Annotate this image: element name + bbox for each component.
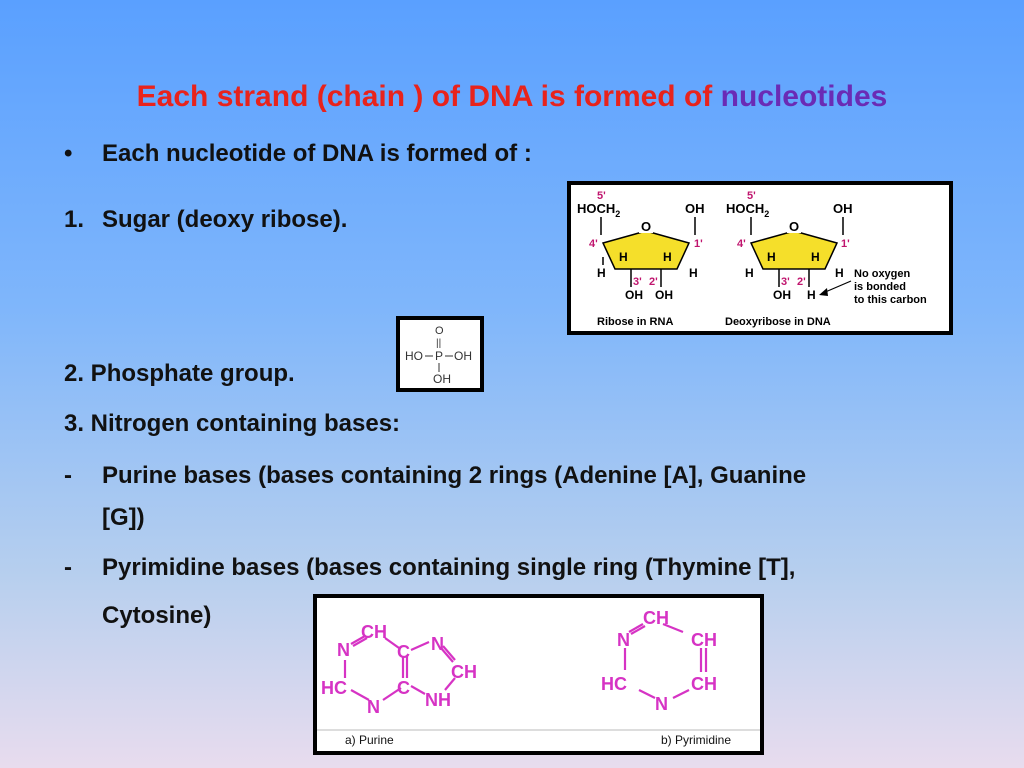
bullet-marker: • <box>64 140 73 167</box>
pyrimidine-text-1: Pyrimidine bases (bases containing singl… <box>102 554 796 581</box>
title-main: Each strand (chain ) of DNA is formed of <box>136 80 721 113</box>
ribose-oh-top: OH <box>685 201 705 216</box>
ribose-h-c4: H <box>597 266 606 280</box>
ribose-c1-label: 1' <box>694 238 703 250</box>
deoxyribose-h-a: H <box>767 250 776 264</box>
pyrimidine-structure: N CH CH CH N HC <box>601 608 717 714</box>
pyrimidine-ch4: CH <box>691 674 717 694</box>
deoxyribose-caption: Deoxyribose in DNA <box>725 316 831 328</box>
pyrimidine-n5: N <box>655 694 668 714</box>
item-sugar-text: Sugar (deoxy ribose). <box>102 206 348 233</box>
deoxyribose-c1-label: 1' <box>841 238 850 250</box>
deoxyribose-c5-label: 5' <box>747 190 756 202</box>
purine-nh9: NH <box>425 690 451 710</box>
note-line-1: No oxygen <box>854 268 911 280</box>
ribose-c3-label: 3' <box>633 276 642 288</box>
note-line-3: to this carbon <box>854 294 927 306</box>
pyrimidine-hc6: HC <box>601 674 627 694</box>
sugar-diagram: 5' HOCH2 OH O 4' 1' H H H H 3' 2' OH OH … <box>577 190 927 328</box>
ribose-structure: 5' HOCH2 OH O 4' 1' H H H H 3' 2' OH OH … <box>577 190 705 328</box>
pyrimidine-line: - Pyrimidine bases (bases containing sin… <box>0 554 1010 634</box>
pyrimidine-n1: N <box>617 630 630 650</box>
purine-marker: - <box>64 462 72 489</box>
bullet-text: Each nucleotide of DNA is formed of : <box>102 140 532 167</box>
phosphate-oh-bottom: OH <box>433 372 451 386</box>
purine-caption: a) Purine <box>345 733 394 747</box>
ribose-h-c1: H <box>689 266 698 280</box>
item-phosphate: 2. Phosphate group. <box>64 360 295 387</box>
purine-text-1: Purine bases (bases containing 2 rings (… <box>102 462 807 489</box>
purine-line: - Purine bases (bases containing 2 rings… <box>0 462 1010 542</box>
phosphate-ho: HO <box>405 349 423 363</box>
purine-text-2: [G]) <box>102 504 145 531</box>
deoxyribose-hoch2-label: HOCH2 <box>726 201 769 219</box>
deoxyribose-oh-c3: OH <box>773 288 791 302</box>
pointer-arrow-line <box>822 280 852 294</box>
phosphate-oh-right: OH <box>454 349 472 363</box>
title-highlight: nucleotides <box>720 80 888 113</box>
bases-diagram: N CH C C HC N N CH NH N CH CH <box>317 608 760 747</box>
pyrimidine-text-2: Cytosine) <box>102 602 212 629</box>
phosphate-p: P <box>435 349 443 363</box>
ribose-h-b: H <box>663 250 672 264</box>
deoxyribose-ring-oxygen: O <box>789 219 799 234</box>
purine-c4: C <box>397 678 410 698</box>
ribose-caption: Ribose in RNA <box>597 316 673 328</box>
phosphate-double-bond: || <box>436 338 441 349</box>
deoxyribose-oh-top: OH <box>833 201 853 216</box>
bullet-line: • Each nucleotide of DNA is formed of : <box>0 140 700 172</box>
slide-title: Each strand (chain ) of DNA is formed of… <box>0 80 1024 114</box>
ribose-oh-c3: OH <box>625 288 643 302</box>
deoxyribose-h-b: H <box>811 250 820 264</box>
phosphate-diagram: O || HO P OH OH <box>405 325 472 386</box>
deoxyribose-h-c1: H <box>835 266 844 280</box>
purine-ch2: CH <box>361 622 387 642</box>
purine-n1: N <box>337 640 350 660</box>
deoxyribose-h-c2: H <box>807 288 816 302</box>
deoxyribose-c2-label: 2' <box>797 276 806 288</box>
deoxyribose-c4-label: 4' <box>737 238 746 250</box>
pointer-arrow-head <box>819 288 828 296</box>
purine-n3: N <box>367 697 380 717</box>
item-bases: 3. Nitrogen containing bases: <box>64 410 401 437</box>
ribose-c4-label: 4' <box>589 238 598 250</box>
purine-hc6: HC <box>321 678 347 698</box>
deoxyribose-h-c4: H <box>745 266 754 280</box>
purine-ch8: CH <box>451 662 477 682</box>
ribose-ring-oxygen: O <box>641 219 651 234</box>
deoxyribose-structure: 5' HOCH2 OH O 4' 1' H H H H 3' 2' OH H N… <box>725 190 927 328</box>
ribose-h-a: H <box>619 250 628 264</box>
item-sugar-number: 1. <box>64 206 85 233</box>
ribose-c2-label: 2' <box>649 276 658 288</box>
pyrimidine-ch3: CH <box>691 630 717 650</box>
purine-c5: C <box>397 642 410 662</box>
ribose-c5-label: 5' <box>597 190 606 202</box>
note-line-2: is bonded <box>854 281 906 293</box>
pyrimidine-caption: b) Pyrimidine <box>661 733 731 747</box>
phosphate-o-top: O <box>435 325 444 337</box>
item-sugar: 1. Sugar (deoxy ribose). <box>0 206 520 238</box>
pyrimidine-marker: - <box>64 554 72 581</box>
bases-figure: N CH C C HC N N CH NH N CH CH <box>313 594 764 755</box>
deoxyribose-c3-label: 3' <box>781 276 790 288</box>
sugar-figure: 5' HOCH2 OH O 4' 1' H H H H 3' 2' OH OH … <box>567 181 953 335</box>
purine-n7: N <box>431 634 444 654</box>
phosphate-figure: O || HO P OH OH <box>396 316 484 392</box>
ribose-hoch2-label: HOCH2 <box>577 201 620 219</box>
pyrimidine-ch2: CH <box>643 608 669 628</box>
purine-structure: N CH C C HC N N CH NH <box>321 622 477 717</box>
ribose-oh-c2: OH <box>655 288 673 302</box>
